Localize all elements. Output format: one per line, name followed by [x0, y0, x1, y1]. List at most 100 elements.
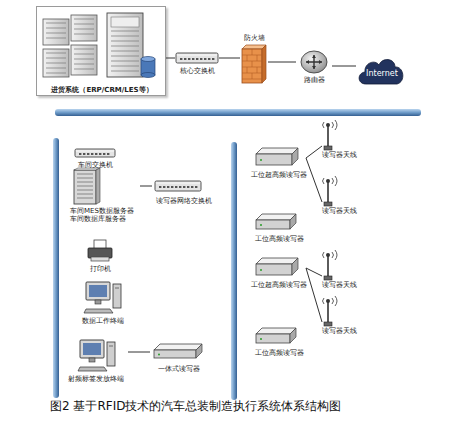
graphic-part — [83, 343, 101, 355]
graphic-part — [247, 55, 248, 61]
graphic-part — [71, 15, 97, 41]
graphic-part — [95, 153, 97, 155]
graphic-part — [327, 302, 329, 324]
graphic-part — [109, 346, 113, 347]
graphic-part — [292, 258, 298, 275]
network-link — [166, 58, 175, 59]
graphic-part — [74, 19, 94, 20]
rfid-reader-icon — [256, 328, 296, 344]
graphic-part — [71, 45, 97, 75]
graphic-part — [79, 153, 81, 155]
graphic-part — [175, 186, 177, 188]
device-label: 读写器天线 — [322, 152, 366, 160]
graphic-part — [323, 176, 338, 186]
graphic-part — [200, 58, 202, 60]
graphic-part — [74, 34, 94, 35]
graphic-part — [43, 19, 69, 45]
router-icon — [300, 50, 328, 74]
device-label: Internet — [360, 69, 404, 79]
graphic-part — [156, 183, 200, 184]
graphic-part — [306, 55, 322, 69]
graphic-part — [167, 186, 169, 188]
device-label: 工位高频读写器 — [250, 350, 308, 358]
device-label: 核心交换机 — [171, 67, 223, 75]
graphic-part — [111, 71, 139, 72]
rfid-reader-icon — [256, 148, 298, 166]
graphic-part — [208, 58, 210, 60]
graphic-part — [78, 367, 107, 371]
graphic-part — [256, 220, 290, 229]
graphic-part — [86, 282, 110, 300]
graphic-part — [111, 66, 139, 67]
graphic-part — [111, 56, 139, 57]
graphic-part — [46, 58, 66, 59]
switch-node: 读写器网络交换机 — [152, 178, 216, 210]
graphic-part — [262, 45, 266, 83]
graphic-part — [77, 198, 93, 199]
graphic-part — [180, 58, 182, 60]
reader-node: 工位超高频读写器 — [252, 148, 306, 186]
system-box: 进货系统（ERP/CRM/LES等） — [36, 6, 166, 96]
device-label: 读写器网络交换机 — [156, 197, 216, 205]
printer-node: 打印机 — [82, 240, 118, 276]
antenna-icon — [322, 120, 342, 150]
graphic-part — [171, 186, 173, 188]
graphic-part — [260, 269, 262, 271]
graphic-part — [196, 58, 198, 60]
graphic-part — [95, 300, 101, 304]
graphic-part — [76, 151, 114, 152]
graphic-part — [252, 73, 253, 79]
server-icon — [72, 168, 102, 204]
graphic-part — [91, 257, 109, 261]
rfid-reader-icon — [256, 258, 298, 276]
graphic-part — [256, 214, 296, 220]
graphic-part — [107, 153, 109, 155]
antenna-node: 读写器天线 — [322, 296, 366, 340]
graphic-part — [43, 49, 69, 77]
graphic-part — [74, 69, 94, 70]
graphic-part — [323, 296, 338, 306]
graphic-part — [326, 299, 330, 303]
switch-icon — [175, 52, 219, 64]
graphic-part — [89, 358, 95, 362]
terminal-node: 射频标签发放终端 — [64, 338, 128, 388]
graphic-part — [154, 344, 202, 350]
graphic-part — [111, 31, 139, 32]
graphic-part — [99, 153, 101, 155]
device-label: 进货系统（ERP/CRM/LES等） — [37, 86, 167, 94]
graphic-part — [327, 182, 329, 204]
antenna-node: 读写器天线 — [322, 250, 366, 294]
graphic-part — [111, 17, 139, 27]
graphic-part — [111, 36, 139, 37]
graphic-part — [242, 49, 262, 83]
terminal-icon — [84, 280, 122, 314]
network-link — [306, 268, 322, 322]
reader-node: 一体式读写器 — [150, 344, 208, 378]
graphic-part — [324, 146, 332, 150]
graphic-part — [46, 53, 66, 54]
graphic-part — [183, 186, 185, 188]
graphic-part — [77, 182, 93, 183]
graphic-part — [107, 13, 143, 77]
graphic-part — [327, 256, 329, 278]
graphic-part — [256, 328, 296, 334]
reader-node: 工位高频读写器 — [252, 214, 306, 248]
network-link — [306, 158, 322, 202]
graphic-part — [46, 33, 66, 34]
device-label: 读写器天线 — [322, 328, 366, 336]
graphic-part — [257, 55, 258, 61]
graphic-part — [256, 264, 292, 275]
reader-node: 工位高频读写器 — [252, 328, 306, 362]
graphic-part — [256, 258, 298, 264]
rfid-reader-icon — [256, 214, 296, 230]
graphic-part — [74, 24, 94, 25]
graphic-part — [113, 284, 121, 308]
graphic-part — [77, 186, 93, 187]
network-link — [332, 66, 356, 67]
graphic-part — [290, 328, 296, 343]
graphic-part — [187, 186, 189, 188]
graphic-part — [77, 174, 93, 175]
antenna-node: 读写器天线 — [322, 176, 366, 220]
network-link — [268, 62, 296, 63]
